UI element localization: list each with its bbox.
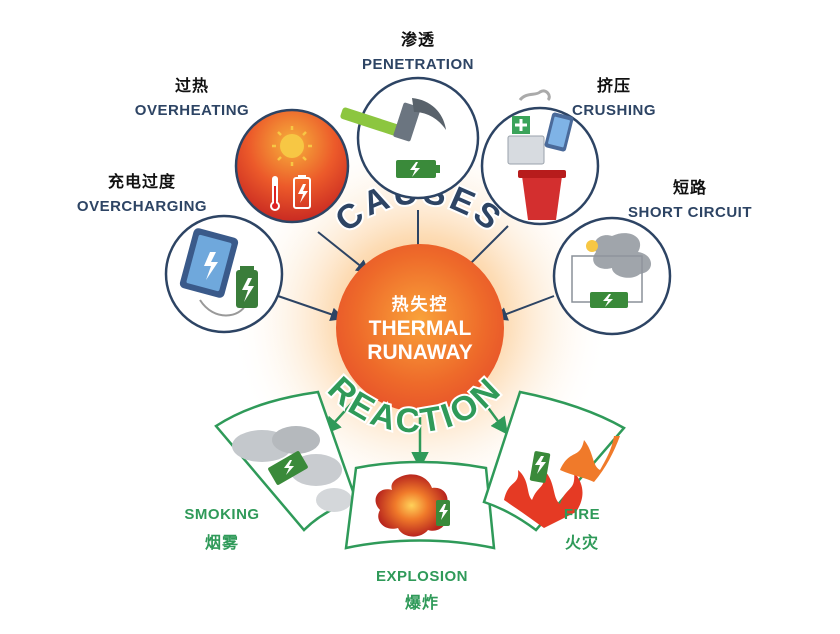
thermometer-icon xyxy=(270,176,280,211)
smoke-icon xyxy=(232,426,352,512)
penetration-cn: 渗透 xyxy=(400,30,435,49)
short-circuit-icon xyxy=(571,233,652,308)
cause-short-circuit-circle xyxy=(552,216,672,336)
center-title: 热失控 THERMAL RUNAWAY xyxy=(367,290,472,365)
reaction-arrows xyxy=(323,393,509,470)
reaction-smoking-panel xyxy=(214,390,358,532)
label-overheating: 过热 OVERHEATING xyxy=(135,72,249,119)
arrow-fire xyxy=(476,393,509,435)
penetration-en: PENETRATION xyxy=(362,56,474,73)
hammer-icon xyxy=(340,98,446,142)
label-explosion: EXPLOSION 爆炸 xyxy=(376,568,468,613)
fire-en: FIRE xyxy=(563,506,601,523)
smoking-en: SMOKING xyxy=(184,506,260,523)
crushing-en: CRUSHING xyxy=(571,102,657,119)
cause-crushing-circle xyxy=(480,89,600,226)
cause-overheating-circle xyxy=(234,108,350,224)
explosion-cn: 爆炸 xyxy=(404,593,439,612)
center-line1-label: THERMAL xyxy=(368,317,472,340)
overcharging-cn: 充电过度 xyxy=(107,172,176,191)
crushed-devices-icon xyxy=(507,89,574,220)
arrow-overheating xyxy=(317,231,371,274)
reaction-fire-panel xyxy=(482,390,626,532)
label-smoking: SMOKING 烟雾 xyxy=(184,506,259,553)
label-short-circuit: 短路 SHORT CIRCUIT xyxy=(628,174,752,221)
label-overcharging: 充电过度 OVERCHARGING xyxy=(77,168,207,215)
label-fire: FIRE 火灾 xyxy=(564,506,600,553)
label-penetration: 渗透 PENETRATION xyxy=(362,26,474,73)
smoking-cn: 烟雾 xyxy=(204,533,240,552)
battery-icon xyxy=(293,175,311,209)
center-line2-label: RUNAWAY xyxy=(367,341,473,364)
reaction-explosion-panel xyxy=(344,460,496,550)
short-circuit-en: SHORT CIRCUIT xyxy=(628,204,752,221)
cause-penetration-circle xyxy=(340,76,480,200)
overheating-cn: 过热 xyxy=(174,76,209,95)
fire-cn: 火灾 xyxy=(564,533,600,552)
tablet-charging-icon xyxy=(179,228,258,317)
arrow-overcharging xyxy=(277,295,345,321)
arrow-smoking xyxy=(323,393,361,435)
short-circuit-cn: 短路 xyxy=(672,178,707,197)
label-crushing: 挤压 CRUSHING xyxy=(572,72,656,119)
crushing-cn: 挤压 xyxy=(596,76,632,95)
center-cn-label: 热失控 xyxy=(391,295,449,315)
explosion-en: EXPLOSION xyxy=(375,568,469,585)
sun-icon xyxy=(272,126,312,166)
cause-overcharging-circle xyxy=(164,214,284,334)
battery-icon xyxy=(396,160,440,178)
fire-icon xyxy=(504,436,620,528)
arrow-short-circuit xyxy=(493,295,555,321)
thermal-runaway-core xyxy=(336,244,504,412)
overheating-en: OVERHEATING xyxy=(134,102,250,119)
overcharging-en: OVERCHARGING xyxy=(76,198,208,215)
explosion-icon xyxy=(375,474,450,537)
